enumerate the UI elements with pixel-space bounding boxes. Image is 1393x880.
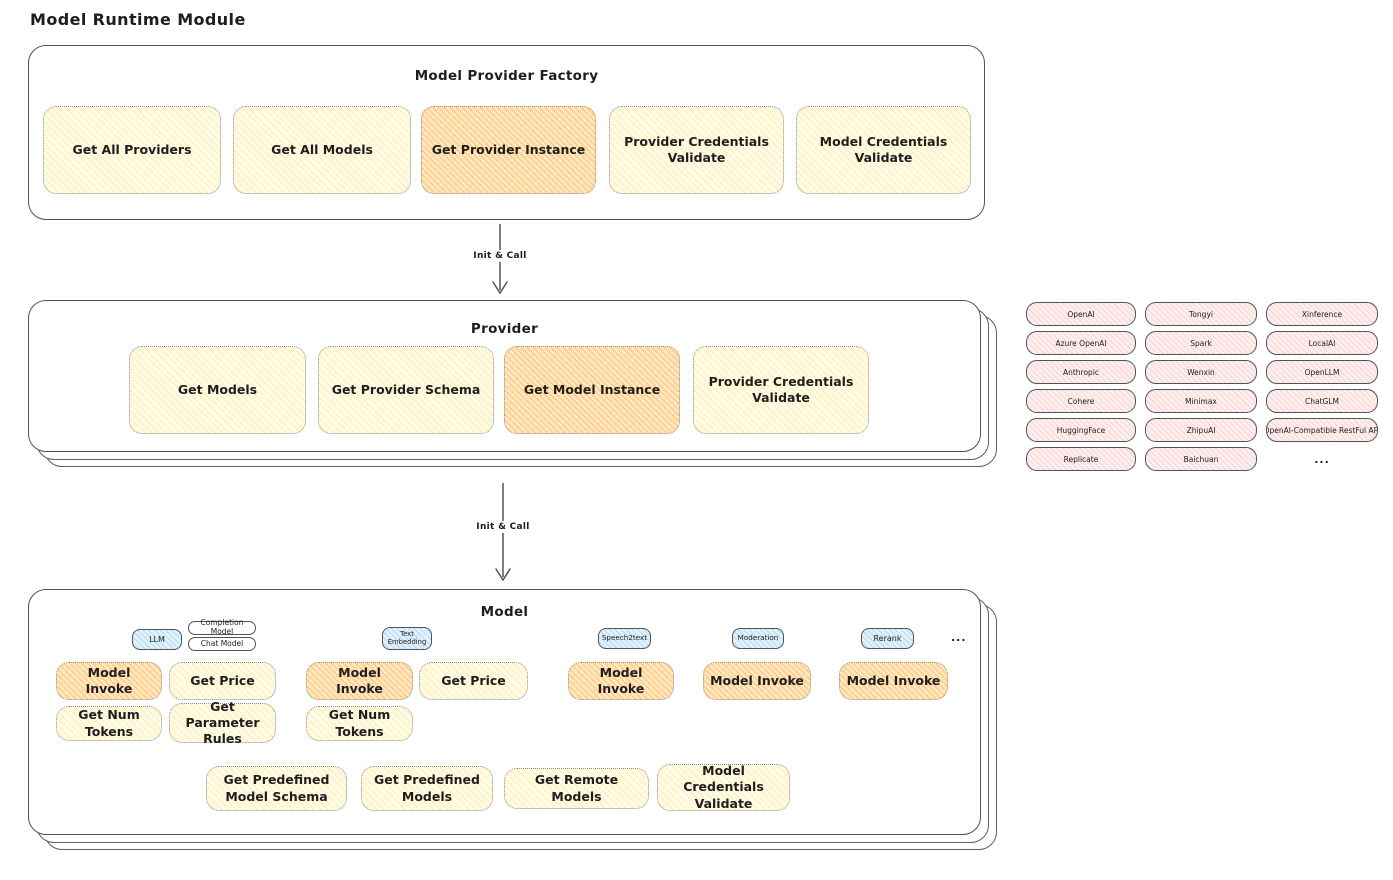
model-model-credentials-validate: Model Credentials Validate (657, 763, 790, 811)
provider-get-provider-schema: Get Provider Schema (318, 346, 494, 434)
model-types-ellipsis: ... (951, 631, 967, 644)
provider-chip-xinference: Xinference (1266, 302, 1378, 326)
provider-provider-credentials-validate: Provider Credentials Validate (693, 346, 869, 434)
model-get-predefined-model-schema: Get Predefined Model Schema (206, 766, 347, 811)
provider-chip-openai-compatible: OpenAI-Compatible RestFul API (1266, 418, 1378, 442)
llm-get-parameter-rules: Get Parameter Rules (169, 699, 276, 746)
page-title: Model Runtime Module (30, 10, 246, 29)
text-embedding-get-price: Get Price (419, 662, 528, 700)
tag-speech2text: Speech2text (598, 628, 651, 649)
llm-get-price: Get Price (169, 662, 276, 700)
tag-text-embedding: Text Embedding (382, 627, 432, 650)
provider-title: Provider (470, 321, 539, 337)
provider-get-models: Get Models (129, 346, 306, 434)
rerank-model-invoke: Model Invoke (839, 662, 948, 700)
provider-chip-openai: OpenAI (1026, 302, 1136, 326)
arrow-label-init-call-1: Init & Call (469, 250, 531, 262)
provider-get-model-instance: Get Model Instance (504, 346, 680, 434)
tag-llm: LLM (132, 629, 182, 650)
model-get-remote-models: Get Remote Models (504, 768, 649, 809)
factory-get-all-models: Get All Models (233, 106, 411, 194)
tag-completion-model: Completion Model (188, 619, 256, 636)
provider-box: Provider Get Models Get Provider Schema … (28, 300, 981, 452)
provider-chip-huggingface: HuggingFace (1026, 418, 1136, 442)
factory-get-provider-instance: Get Provider Instance (421, 106, 596, 194)
provider-list: OpenAI Tongyi Xinference Azure OpenAI Sp… (1026, 302, 1378, 471)
arrow-provider-to-model (495, 483, 511, 582)
factory-box: Model Provider Factory Get All Providers… (28, 45, 985, 220)
provider-chip-localai: LocalAI (1266, 331, 1378, 355)
speech2text-model-invoke: Model Invoke (568, 662, 674, 700)
tag-moderation: Moderation (732, 628, 784, 649)
tag-rerank: Rerank (861, 628, 914, 649)
llm-model-invoke: Model Invoke (56, 662, 162, 700)
provider-chip-anthropic: Anthropic (1026, 360, 1136, 384)
provider-chip-cohere: Cohere (1026, 389, 1136, 413)
provider-chip-baichuan: Baichuan (1145, 447, 1257, 471)
factory-title: Model Provider Factory (414, 68, 599, 84)
arrow-label-init-call-2: Init & Call (472, 521, 534, 533)
moderation-model-invoke: Model Invoke (703, 662, 811, 700)
provider-chip-minimax: Minimax (1145, 389, 1257, 413)
tag-chat-model: Chat Model (188, 637, 256, 651)
model-title: Model (480, 604, 529, 620)
provider-chip-chatglm: ChatGLM (1266, 389, 1378, 413)
provider-chip-wenxin: Wenxin (1145, 360, 1257, 384)
provider-chip-tongyi: Tongyi (1145, 302, 1257, 326)
model-box: Model LLM Completion Model Chat Model Te… (28, 589, 981, 835)
factory-model-credentials-validate: Model Credentials Validate (796, 106, 971, 194)
llm-get-num-tokens: Get Num Tokens (56, 706, 162, 741)
text-embedding-model-invoke: Model Invoke (306, 662, 413, 700)
provider-chip-spark: Spark (1145, 331, 1257, 355)
provider-chip-azure-openai: Azure OpenAI (1026, 331, 1136, 355)
provider-list-ellipsis: ... (1314, 452, 1330, 466)
provider-chip-openllm: OpenLLM (1266, 360, 1378, 384)
provider-chip-zhipuai: ZhipuAI (1145, 418, 1257, 442)
factory-provider-credentials-validate: Provider Credentials Validate (609, 106, 784, 194)
model-get-predefined-models: Get Predefined Models (361, 766, 493, 811)
text-embedding-get-num-tokens: Get Num Tokens (306, 706, 413, 741)
provider-chip-replicate: Replicate (1026, 447, 1136, 471)
factory-get-all-providers: Get All Providers (43, 106, 221, 194)
